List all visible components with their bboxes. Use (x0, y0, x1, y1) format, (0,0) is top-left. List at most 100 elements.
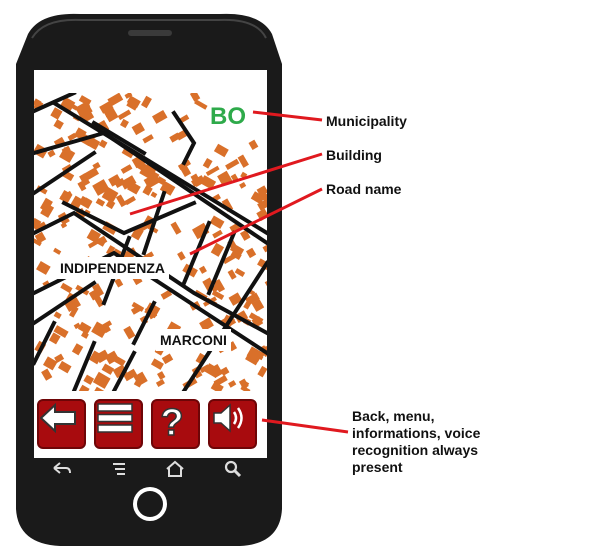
building-block (53, 247, 62, 255)
building-block (53, 325, 69, 338)
building-block (69, 306, 79, 318)
system-nav-bar (34, 458, 267, 484)
building-block (257, 365, 267, 378)
building-block (114, 277, 124, 288)
back-button[interactable] (37, 399, 86, 449)
menu-button[interactable] (94, 399, 143, 449)
info-button[interactable]: ? (151, 399, 200, 449)
building-block (114, 177, 126, 189)
voice-button[interactable] (208, 399, 257, 449)
building-block (41, 368, 53, 381)
building-block (217, 170, 233, 187)
building-block (82, 197, 92, 207)
building-block (155, 378, 165, 388)
building-block (240, 171, 248, 179)
annotation-controls: Back, menu, informations, voice recognit… (352, 408, 552, 476)
building-block (213, 143, 229, 158)
building-block (199, 364, 211, 374)
building-block (245, 247, 257, 259)
building-block (251, 298, 265, 312)
building-block (86, 228, 102, 244)
building-block (189, 93, 201, 102)
phone-screen: BO INDIPENDENZA MARCONI ? (34, 70, 267, 458)
building-block (60, 222, 68, 229)
building-block (142, 134, 154, 144)
building-block (210, 242, 225, 257)
building-block (120, 164, 133, 174)
annotation-road-name: Road name (326, 181, 402, 197)
map-view[interactable]: BO INDIPENDENZA MARCONI (34, 93, 267, 391)
building-block (202, 158, 213, 169)
building-block (227, 269, 237, 280)
menu-lines-icon[interactable] (108, 458, 130, 480)
building-block (107, 93, 124, 107)
building-block (264, 276, 267, 289)
building-block (60, 282, 73, 294)
building-block (150, 358, 164, 370)
building-block (79, 173, 91, 186)
building-block (34, 231, 47, 244)
building-block (34, 238, 42, 247)
building-block (59, 146, 76, 163)
building-block (71, 343, 84, 356)
building-block (83, 374, 95, 385)
building-block (150, 191, 158, 198)
building-block (99, 100, 114, 114)
building-block (210, 381, 224, 391)
building-block (112, 364, 128, 379)
building-block (98, 139, 108, 149)
annotation-municipality: Municipality (326, 113, 407, 129)
road-label-marconi[interactable]: MARCONI (156, 329, 231, 351)
app-toolbar: ? (34, 391, 267, 458)
annotation-controls-line: informations, voice (352, 425, 481, 441)
building-block (239, 182, 247, 189)
building-block (130, 305, 142, 315)
building-block (126, 96, 141, 111)
building-block (130, 226, 144, 241)
status-bar (34, 70, 267, 93)
building-block (77, 321, 92, 335)
map-canvas[interactable] (34, 93, 267, 391)
building-block (53, 136, 65, 147)
search-icon[interactable] (222, 458, 244, 480)
building-block (123, 325, 136, 340)
building-block (47, 149, 56, 158)
annotation-controls-line: present (352, 459, 403, 475)
building-block (199, 265, 207, 274)
building-block (169, 132, 181, 143)
building-block (77, 180, 87, 192)
annotation-building: Building (326, 147, 382, 163)
building-block (228, 380, 237, 388)
building-block (160, 289, 173, 300)
building-block (103, 107, 119, 123)
building-block (87, 137, 101, 151)
building-block (101, 363, 115, 375)
building-block (124, 195, 136, 206)
building-block (152, 109, 168, 124)
building-block (256, 208, 267, 222)
building-block (39, 197, 53, 213)
municipality-label: BO (210, 103, 246, 130)
building-block (177, 251, 186, 261)
building-block (34, 217, 42, 230)
road-label-indipendenza[interactable]: INDIPENDENZA (56, 257, 170, 279)
building-block (115, 194, 127, 208)
building-block (106, 245, 116, 256)
annotation-controls-line: recognition always (352, 442, 479, 458)
building-block (212, 229, 223, 239)
building-block (213, 278, 226, 293)
building-block (124, 93, 133, 99)
back-icon[interactable] (50, 458, 72, 480)
building-block (225, 158, 240, 171)
building-block (91, 321, 108, 338)
building-block (112, 355, 126, 367)
building-block (95, 198, 106, 207)
home-icon[interactable] (164, 458, 186, 480)
building-block (83, 167, 100, 181)
svg-text:?: ? (160, 402, 183, 441)
building-block (141, 95, 152, 109)
building-block (87, 237, 102, 249)
building-block (157, 371, 166, 380)
phone-device: BO INDIPENDENZA MARCONI ? (10, 4, 288, 550)
building-block (199, 317, 214, 332)
